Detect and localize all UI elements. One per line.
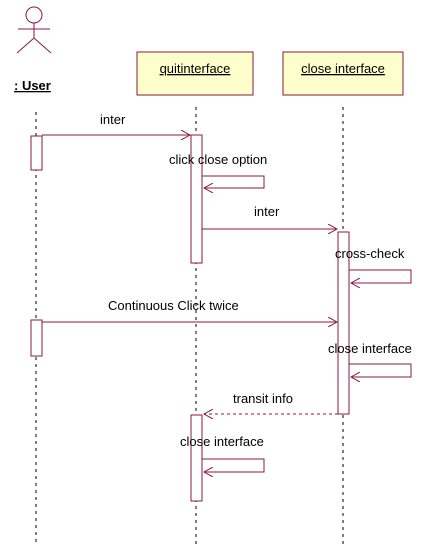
message-label: close interface: [328, 341, 412, 356]
message-label: click close option: [169, 152, 267, 167]
message-inter-2: inter: [202, 204, 337, 229]
actor-label: : User: [14, 78, 51, 93]
message-click-close-option: click close option: [169, 152, 267, 188]
stick-figure-icon: [16, 6, 52, 54]
object-close-interface: close interface: [282, 51, 404, 96]
activation-quitinterface-1: [190, 134, 203, 264]
activation-quitinterface-2: [190, 414, 203, 502]
message-label: cross-check: [335, 246, 405, 261]
message-inter-1: inter: [42, 112, 190, 135]
message-cross-check: cross-check: [335, 246, 412, 283]
object-label-quitinterface: quitinterface: [160, 61, 231, 76]
activation-user-2: [30, 319, 43, 357]
object-label-close-interface: close interface: [301, 61, 385, 76]
message-close-interface-1: close interface: [328, 341, 412, 377]
message-label: inter: [254, 204, 280, 219]
message-transit-info: transit info: [204, 391, 338, 414]
activation-close-interface-1: [337, 231, 350, 415]
message-close-interface-2: close interface: [180, 434, 265, 472]
activation-user-1: [30, 135, 43, 171]
message-label: Continuous Click twice: [108, 298, 239, 313]
message-continuous-click-twice: Continuous Click twice: [42, 298, 337, 322]
message-label: inter: [100, 112, 126, 127]
message-label: close interface: [180, 434, 264, 449]
object-quitinterface: quitinterface: [136, 51, 254, 96]
message-label: transit info: [233, 391, 293, 406]
